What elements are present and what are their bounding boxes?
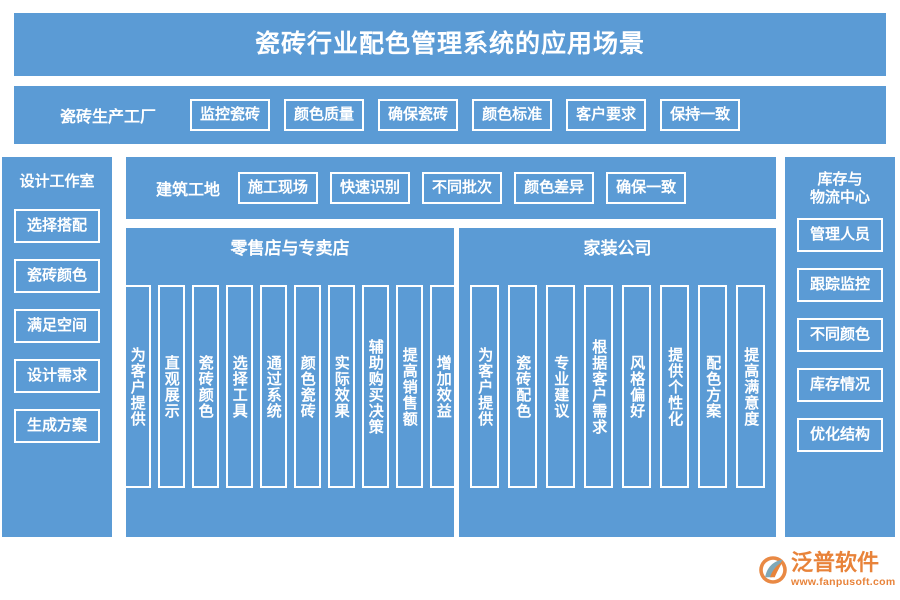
factory-row: 瓷砖生产工厂 监控瓷砖 颜色质量 确保瓷砖 颜色标准 客户要求 保持一致 [14, 86, 886, 144]
inventory-logistics-item[interactable]: 不同颜色 [797, 318, 883, 353]
inventory-logistics-title: 库存与 物流中心 [785, 171, 895, 206]
retail-store-panel: 零售店与专卖店 为客户提供 直观展示 瓷砖颜色 选择工具 通过系统 颜色瓷砖 实… [123, 228, 457, 537]
design-studio-item-list: 选择搭配 瓷砖颜色 满足空间 设计需求 生成方案 [2, 208, 112, 443]
home-decoration-item[interactable]: 提高满意度 [736, 285, 765, 488]
design-studio-item[interactable]: 选择搭配 [14, 208, 100, 243]
retail-store-item-list: 为客户提供 直观展示 瓷砖颜色 选择工具 通过系统 颜色瓷砖 实际效果 辅助购买… [123, 285, 457, 488]
inventory-logistics-title-line2: 物流中心 [809, 188, 870, 206]
inventory-logistics-title-line1: 库存与 [817, 171, 863, 188]
construction-site-chip[interactable]: 确保一致 [606, 172, 687, 204]
design-studio-item[interactable]: 生成方案 [14, 408, 100, 443]
retail-store-item[interactable]: 瓷砖颜色 [191, 285, 219, 488]
factory-chip[interactable]: 颜色质量 [284, 99, 365, 131]
home-decoration-item[interactable]: 根据客户需求 [584, 285, 613, 488]
home-decoration-panel: 家装公司 为客户提供 瓷砖配色 专业建议 根据客户需求 风格偏好 提供个性化 配… [459, 228, 776, 537]
home-decoration-title: 家装公司 [583, 239, 652, 258]
vendor-url: www.fanpusoft.com [791, 576, 896, 589]
inventory-logistics-sidebar: 库存与 物流中心 管理人员 跟踪监控 不同颜色 库存情况 优化结构 [785, 157, 895, 537]
construction-site-label: 建筑工地 [156, 182, 221, 199]
factory-chip[interactable]: 确保瓷砖 [378, 99, 459, 131]
home-decoration-item[interactable]: 专业建议 [546, 285, 575, 488]
retail-store-item[interactable]: 提高销售额 [395, 285, 423, 488]
vendor-name: 泛普软件 [791, 550, 880, 576]
construction-site-chip-list: 施工现场 快速识别 不同批次 颜色差异 确保一致 [238, 172, 766, 204]
home-decoration-item-list: 为客户提供 瓷砖配色 专业建议 根据客户需求 风格偏好 提供个性化 配色方案 提… [459, 285, 776, 488]
home-decoration-item[interactable]: 配色方案 [698, 285, 727, 488]
construction-site-chip[interactable]: 不同批次 [422, 172, 503, 204]
inventory-logistics-item[interactable]: 跟踪监控 [797, 268, 883, 303]
home-decoration-item[interactable]: 为客户提供 [470, 285, 499, 488]
design-studio-title: 设计工作室 [19, 173, 95, 190]
vendor-logo: 泛普软件 www.fanpusoft.com [758, 548, 895, 592]
construction-site-chip[interactable]: 颜色差异 [514, 172, 595, 204]
construction-site-chip[interactable]: 施工现场 [238, 172, 319, 204]
factory-chip[interactable]: 监控瓷砖 [190, 99, 271, 131]
retail-store-item[interactable]: 辅助购买决策 [361, 285, 389, 488]
factory-chip[interactable]: 客户要求 [566, 99, 647, 131]
design-studio-item[interactable]: 设计需求 [14, 358, 100, 393]
retail-store-item[interactable]: 直观展示 [157, 285, 185, 488]
vendor-logo-texts: 泛普软件 www.fanpusoft.com [791, 552, 895, 588]
retail-store-item[interactable]: 实际效果 [327, 285, 355, 488]
home-decoration-item[interactable]: 提供个性化 [660, 285, 689, 488]
factory-row-label: 瓷砖生产工厂 [60, 109, 157, 126]
inventory-logistics-item[interactable]: 优化结构 [797, 418, 883, 453]
inventory-logistics-item[interactable]: 管理人员 [797, 218, 883, 253]
design-studio-item[interactable]: 满足空间 [14, 308, 100, 343]
fanpu-logo-mark-icon [758, 555, 788, 585]
retail-store-item[interactable]: 为客户提供 [123, 285, 151, 488]
factory-chip[interactable]: 颜色标准 [472, 99, 553, 131]
retail-store-item[interactable]: 通过系统 [259, 285, 287, 488]
inventory-logistics-item-list: 管理人员 跟踪监控 不同颜色 库存情况 优化结构 [785, 218, 895, 453]
home-decoration-item[interactable]: 瓷砖配色 [508, 285, 537, 488]
factory-chip[interactable]: 保持一致 [660, 99, 741, 131]
page-title-banner: 瓷砖行业配色管理系统的应用场景 [14, 13, 886, 76]
retail-store-item[interactable]: 颜色瓷砖 [293, 285, 321, 488]
page-title: 瓷砖行业配色管理系统的应用场景 [254, 30, 645, 58]
retail-store-title: 零售店与专卖店 [230, 239, 350, 258]
construction-site-row: 建筑工地 施工现场 快速识别 不同批次 颜色差异 确保一致 [126, 157, 776, 219]
retail-store-item[interactable]: 增加效益 [429, 285, 457, 488]
design-studio-sidebar: 设计工作室 选择搭配 瓷砖颜色 满足空间 设计需求 生成方案 [2, 157, 112, 537]
retail-store-item[interactable]: 选择工具 [225, 285, 253, 488]
home-decoration-item[interactable]: 风格偏好 [622, 285, 651, 488]
factory-chip-list: 监控瓷砖 颜色质量 确保瓷砖 颜色标准 客户要求 保持一致 [190, 99, 872, 131]
design-studio-item[interactable]: 瓷砖颜色 [14, 258, 100, 293]
inventory-logistics-item[interactable]: 库存情况 [797, 368, 883, 403]
construction-site-chip[interactable]: 快速识别 [330, 172, 411, 204]
